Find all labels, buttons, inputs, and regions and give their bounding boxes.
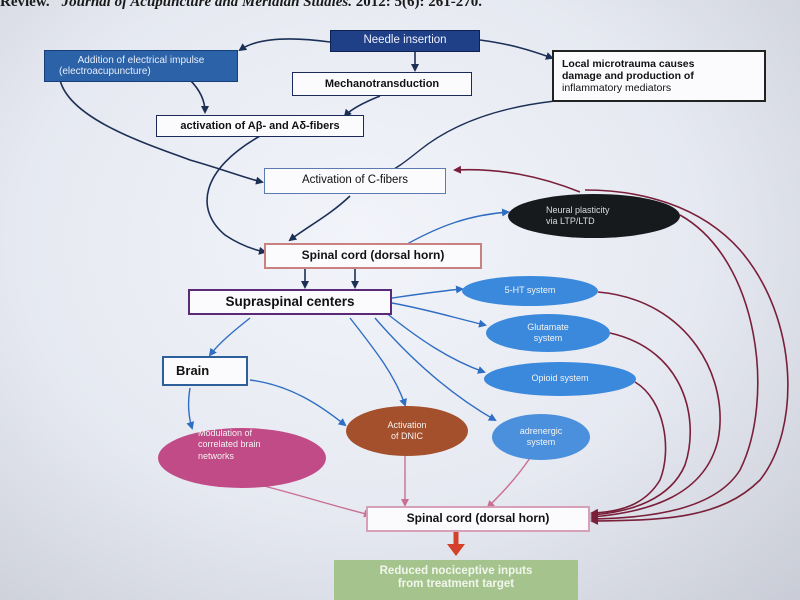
citation-line: Review." Journal of Acupuncture and Meri… (0, 0, 482, 11)
arrow-5ht-to-spinal-bottom (590, 291, 721, 521)
node-activation-c-fibers: Activation of C-fibers (264, 168, 446, 194)
node-opioid-system: Opioid system (484, 362, 636, 396)
arrow-brain-to-dnic (249, 379, 347, 427)
node-electrical-impulse-line1: Addition of electrical impulse (77, 54, 205, 66)
node-mechanotransduction-label: Mechanotransduction (324, 77, 440, 90)
node-activation-ab-ad-fibers: activation of Aβ- and Aδ-fibers (156, 115, 364, 137)
node-activation-dnic-line1: Activation (387, 419, 427, 430)
node-modulation-line3: networks (198, 450, 235, 461)
arrow-needle-to-electrical (238, 38, 331, 52)
arrow-microtrauma-to-cfibers (379, 97, 601, 177)
node-local-microtrauma-line1: Local microtrauma causes (562, 57, 695, 70)
node-adrenergic-line1: adrenergic (519, 425, 563, 436)
arrow-supraspinal-to-glutamate (391, 302, 487, 328)
arrow-supraspinal-to-5ht (391, 285, 464, 299)
arrow-supraspinal-to-opioid (384, 311, 486, 374)
node-modulation-brain-networks: Modulation of correlated brain networks (158, 428, 326, 488)
node-modulation-line1: Modulation of (198, 428, 253, 438)
node-spinal-cord-bottom: Spinal cord (dorsal horn) (366, 506, 590, 532)
citation-details: 2012: 5(6): 261-270. (352, 0, 482, 10)
arrow-mechano-to-ab (343, 95, 381, 118)
arrow-brain-to-modulation (186, 387, 195, 430)
node-glutamate-system: Glutamate system (486, 314, 610, 352)
node-activation-c-fibers-label: Activation of C-fibers (301, 174, 409, 187)
node-needle-insertion: Needle insertion (330, 30, 480, 52)
node-neural-plasticity: Neural plasticity via LTP/LTD (508, 194, 680, 238)
node-neural-plasticity-line1: Neural plasticity (546, 204, 610, 215)
arrow-supraspinal-to-brain (208, 317, 251, 357)
citation-prefix: Review." (0, 0, 58, 10)
node-electrical-impulse-line2: (electroacupuncture) (59, 66, 151, 77)
node-opioid-system-label: Opioid system (531, 373, 589, 384)
node-neural-plasticity-line2: via LTP/LTD (546, 216, 595, 226)
node-adrenergic-system: adrenergic system (492, 414, 590, 460)
arrow-glutamate-to-spinal-bottom (590, 332, 692, 519)
arrow-spinal-to-plasticity (399, 208, 510, 249)
big-output-arrow (447, 532, 465, 556)
arrow-supraspinal-to-dnic (349, 317, 407, 407)
arrow-electrical-to-cfibers (59, 79, 264, 185)
arrow-plasticity-feedback-to-cfibers (453, 165, 581, 193)
node-activation-ab-ad-label: activation of Aβ- and Aδ-fibers (180, 119, 340, 132)
node-brain-label: Brain (176, 362, 210, 378)
arrow-needle-to-microtrauma (479, 39, 554, 60)
arrow-ab-to-spinal (206, 135, 267, 255)
arrow-supraspinal-to-adrenergic (374, 317, 497, 421)
arrow-modulation-to-spinal-bottom (259, 484, 372, 518)
node-reduced-inputs-line1: Reduced nociceptive inputs (379, 565, 533, 577)
node-needle-insertion-label: Needle insertion (363, 34, 447, 47)
node-brain: Brain (162, 356, 248, 386)
node-spinal-cord-top: Spinal cord (dorsal horn) (264, 243, 482, 269)
node-electrical-impulse: Addition of electrical impulse (electroa… (44, 50, 238, 82)
node-supraspinal-centers-label: Supraspinal centers (225, 294, 355, 310)
node-adrenergic-line2: system (526, 437, 556, 447)
node-spinal-cord-bottom-label: Spinal cord (dorsal horn) (406, 511, 550, 526)
arrow-opioid-to-spinal-bottom (590, 381, 667, 517)
node-activation-dnic: Activation of DNIC (346, 406, 468, 456)
citation-journal: Journal of Acupuncture and Meridian Stud… (57, 0, 353, 10)
arrow-plasticity-to-spinal-bottom (590, 214, 759, 523)
node-reduced-inputs-line2: from treatment target (397, 578, 515, 591)
node-reduced-nociceptive-inputs: Reduced nociceptive inputs from treatmen… (334, 560, 578, 600)
arrow-adrenergic-to-spinal-bottom (486, 457, 531, 509)
node-5ht-system: 5-HT system (462, 276, 598, 306)
node-mechanotransduction: Mechanotransduction (292, 72, 472, 96)
node-spinal-cord-top-label: Spinal cord (dorsal horn) (301, 248, 445, 263)
arrow-cfibers-to-spinal (288, 195, 351, 242)
node-glutamate-line1: Glutamate (527, 321, 569, 332)
node-local-microtrauma: Local microtrauma causes damage and prod… (552, 50, 766, 102)
node-activation-dnic-line2: of DNIC (390, 431, 423, 441)
arrow-feedback-outer-loop (584, 189, 789, 525)
node-glutamate-line2: system (533, 333, 563, 343)
node-5ht-system-label: 5-HT system (504, 285, 556, 296)
node-supraspinal-centers: Supraspinal centers (188, 289, 392, 315)
node-modulation-line2: correlated brain (198, 439, 261, 450)
node-local-microtrauma-line2: damage and production of (562, 69, 694, 82)
arrow-electrical-to-ab (189, 79, 209, 114)
node-local-microtrauma-line3: inflammatory mediators (562, 82, 672, 95)
